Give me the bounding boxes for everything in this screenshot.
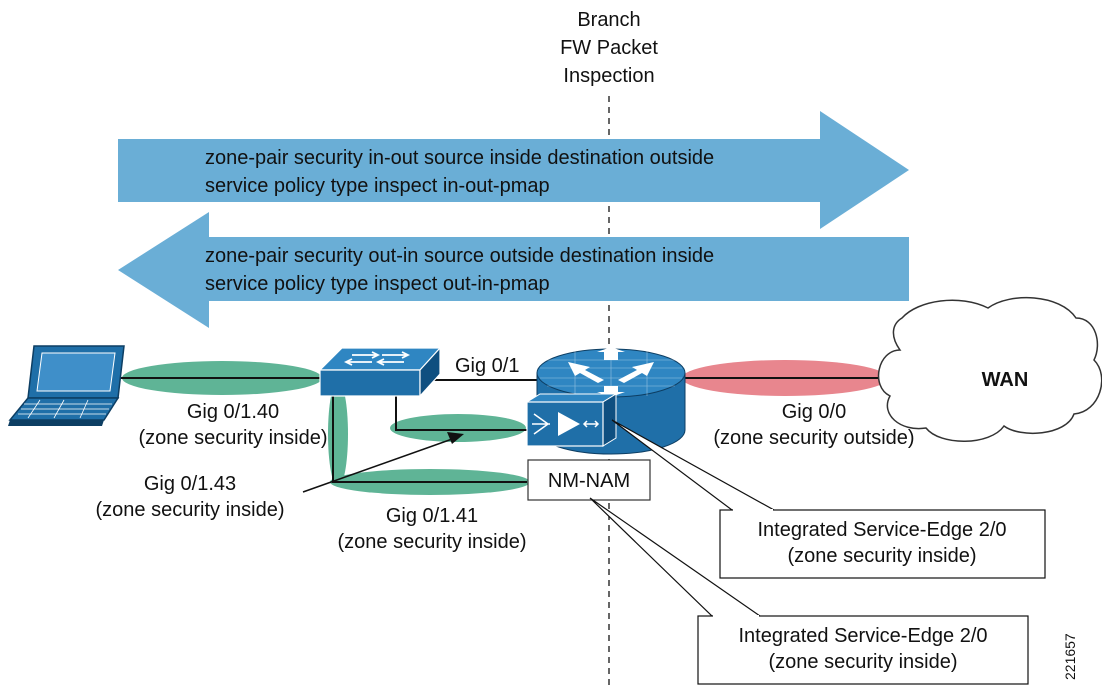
- callout-2-box: [697, 615, 1029, 685]
- nm-nam-module-icon: [525, 393, 618, 447]
- callout-2-line1: Integrated Service-Edge 2/0: [738, 625, 987, 647]
- gig00-zone: (zone security outside): [713, 427, 914, 449]
- wan-label: WAN: [982, 369, 1029, 391]
- gig0141-zone: (zone security inside): [338, 531, 527, 553]
- nm-nam-label-box: [527, 459, 651, 501]
- out-in-arrow-line2: service policy type inspect out-in-pmap: [205, 273, 550, 295]
- wan-cloud-icon: [877, 296, 1102, 442]
- gig0143-name: Gig 0/1.43: [144, 473, 236, 495]
- gig0143-zone: (zone security inside): [96, 499, 285, 521]
- callout-1-box: [719, 509, 1046, 579]
- figure-id: 221657: [1062, 633, 1078, 680]
- nm-nam-label: NM-NAM: [548, 470, 630, 492]
- in-out-arrow-line2: service policy type inspect in-out-pmap: [205, 175, 550, 197]
- laptop-icon: [8, 345, 125, 426]
- callout-1-line2: (zone security inside): [788, 545, 977, 567]
- gig0140-name: Gig 0/1.40: [187, 401, 279, 423]
- gig01-label: Gig 0/1: [455, 355, 519, 377]
- switch-icon: [318, 346, 442, 398]
- callout-1-line1: Integrated Service-Edge 2/0: [757, 519, 1006, 541]
- out-in-arrow: [118, 212, 909, 328]
- zone-ellipse-gig0141: [390, 414, 526, 442]
- inspection-label-line2: FW Packet: [560, 37, 658, 59]
- link-gig0141: [395, 395, 527, 431]
- gig0143-pointer-arrowhead: [447, 432, 464, 444]
- gig0140-zone: (zone security inside): [139, 427, 328, 449]
- inspection-label-line1: Branch: [577, 9, 640, 31]
- zone-ellipse-gig0143-vertical: [328, 381, 348, 487]
- gig0143-pointer-line: [302, 437, 456, 493]
- out-in-arrow-line1: zone-pair security out-in source outside…: [205, 245, 714, 267]
- inspection-label-line3: Inspection: [563, 65, 654, 87]
- gig00-name: Gig 0/0: [782, 401, 846, 423]
- in-out-arrow: [118, 111, 909, 229]
- callout-2-line2: (zone security inside): [769, 651, 958, 673]
- gig0141-name: Gig 0/1.41: [386, 505, 478, 527]
- in-out-arrow-line1: zone-pair security in-out source inside …: [205, 147, 714, 169]
